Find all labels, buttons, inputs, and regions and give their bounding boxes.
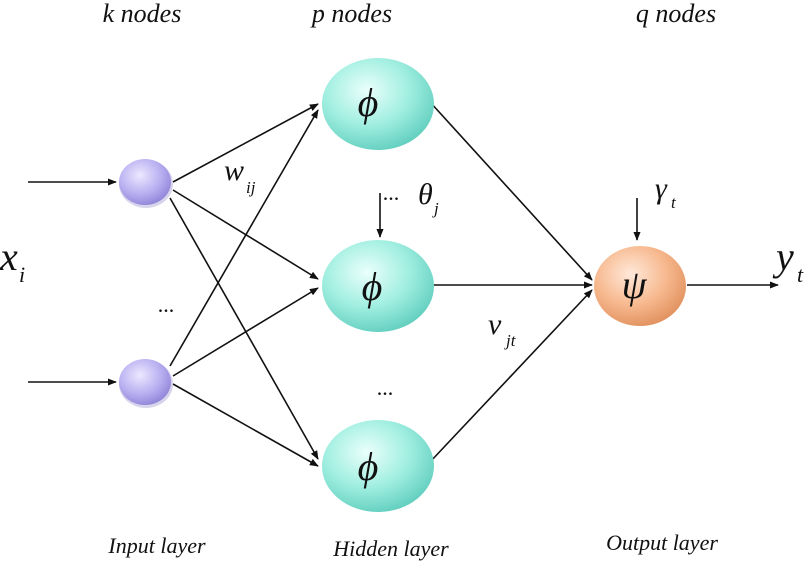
output-layer-header: q nodes [636,0,716,28]
connection-in2-h2 [172,287,319,377]
output-weight-subscript: jt [504,331,517,350]
output-weight-label: v [488,308,502,341]
hidden-bias-label: θ [418,178,433,211]
output-bias-subscript: t [671,193,677,212]
input-node-1 [119,159,171,205]
connection-h3-out [429,289,593,463]
bias-ellipsis: ... [383,180,400,205]
hidden-node-3 [322,420,434,512]
connection-in1-h3 [169,197,319,460]
input-layer-header: k nodes [103,0,182,28]
output-bias-label: γ [655,172,668,205]
output-node [594,246,686,326]
hidden-node-1 [322,58,434,150]
input-layer-caption: Input layer [107,533,206,558]
hidden-activation-symbol-1: ϕ [358,80,379,125]
input-variable: x [0,234,18,279]
hidden-node-2 [322,240,434,332]
hidden-bias-subscript: j [432,199,439,218]
connection-in2-h1 [169,109,319,367]
output-variable: y [772,234,794,279]
input-variable-subscript: i [19,262,25,287]
input-node-2 [119,359,171,405]
output-variable-subscript: t [797,262,804,287]
connection-in2-h3 [172,383,319,467]
output-layer-caption: Output layer [606,530,718,555]
input-weight-label: w [224,154,244,187]
connection-h1-out [429,101,593,281]
hidden-layer-caption: Hidden layer [332,536,449,561]
hidden-activation-symbol-2: ϕ [362,264,383,309]
hidden-activation-symbol-3: ϕ [358,444,379,489]
output-activation-symbol: ψ [622,262,648,307]
input-ellipsis: ... [158,292,175,317]
connection-in1-h1 [172,103,319,183]
hidden-ellipsis: ... [377,375,394,400]
hidden-layer-header: p nodes [310,0,392,28]
input-weight-subscript: ij [246,178,256,197]
